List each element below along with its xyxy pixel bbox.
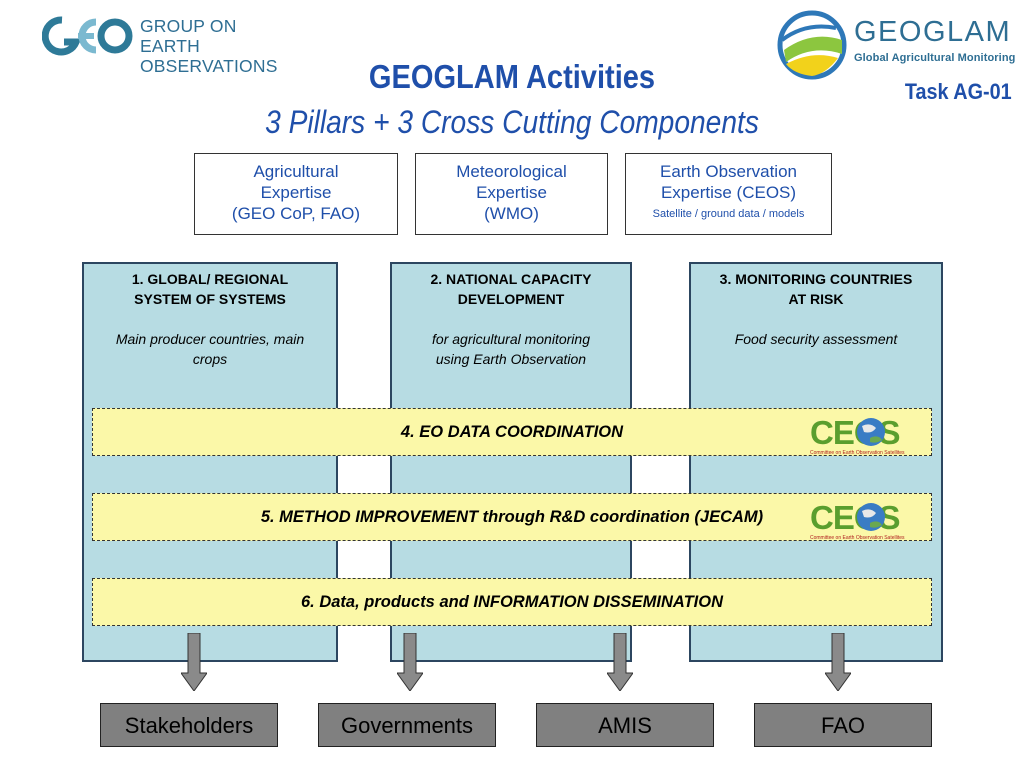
- component-eo-data-coordination: 4. EO DATA COORDINATION: [92, 408, 932, 456]
- expertise-line: Expertise: [476, 183, 547, 202]
- pillar-title-line: 2. NATIONAL CAPACITY: [430, 271, 592, 287]
- ceos-logo-word: CEOS: [810, 499, 901, 536]
- globe-icon: [857, 418, 885, 446]
- geoglam-logo-title: GEOGLAM: [854, 16, 1012, 48]
- component-information-dissemination: 6. Data, products and INFORMATION DISSEM…: [92, 578, 932, 626]
- ceos-logo-tagline: Committee on Earth Observation Satellite…: [810, 450, 905, 456]
- expertise-box-earth-observation: Earth Observation Expertise (CEOS) Satel…: [625, 153, 832, 235]
- expertise-line: Expertise: [260, 183, 332, 202]
- pillar-desc-line: Food security assessment: [734, 331, 898, 347]
- page-title: GEOGLAM Activities: [368, 58, 656, 95]
- geoglam-logo-subtitle: Global Agricultural Monitoring: [854, 52, 1016, 64]
- task-label: Task AG-01: [905, 79, 1012, 104]
- ceos-logo-word: CEOS: [810, 414, 901, 451]
- geo-logo-text: GROUP ON EARTH OBSERVATIONS: [140, 16, 332, 76]
- geoglam-globe-icon: [777, 10, 847, 80]
- pillar-desc-line: crops: [192, 351, 228, 367]
- output-stakeholders: Stakeholders: [100, 703, 278, 747]
- expertise-line: Earth Observation: [659, 162, 797, 181]
- pillar-description: Food security assessment: [701, 329, 931, 349]
- down-arrow-icon: [607, 633, 633, 691]
- globe-icon: [857, 503, 885, 531]
- expertise-box-meteorological: Meteorological Expertise (WMO): [415, 153, 608, 235]
- ceos-logo: CEOS Committee on Earth Observation Sate…: [810, 412, 910, 460]
- geo-logo-line2: EARTH OBSERVATIONS: [140, 36, 278, 76]
- pillar-desc-line: for agricultural monitoring: [432, 331, 590, 347]
- pillar-title-line: AT RISK: [788, 291, 844, 307]
- component-label: 4. EO DATA COORDINATION: [400, 423, 624, 441]
- page-subtitle: 3 Pillars + 3 Cross Cutting Components: [265, 104, 759, 140]
- geo-logo-mark-icon: [42, 16, 133, 56]
- expertise-line: (GEO CoP, FAO): [231, 204, 361, 223]
- down-arrow-icon: [397, 633, 423, 691]
- expertise-box-agricultural: Agricultural Expertise (GEO CoP, FAO): [194, 153, 398, 235]
- pillar-description: for agricultural monitoring using Earth …: [402, 329, 620, 369]
- pillar-title-line: DEVELOPMENT: [457, 291, 565, 307]
- geo-logo-line1: GROUP ON: [140, 16, 237, 36]
- pillar-description: Main producer countries, main crops: [94, 329, 326, 369]
- down-arrow-icon: [825, 633, 851, 691]
- expertise-line: Meteorological: [456, 162, 567, 181]
- component-label: 6. Data, products and INFORMATION DISSEM…: [301, 593, 723, 611]
- output-amis: AMIS: [536, 703, 714, 747]
- expertise-note: Satellite / ground data / models: [652, 208, 805, 220]
- output-fao: FAO: [754, 703, 932, 747]
- component-label: 5. METHOD IMPROVEMENT through R&D coordi…: [260, 508, 764, 526]
- pillar-title-line: SYSTEM OF SYSTEMS: [134, 291, 286, 307]
- down-arrow-icon: [181, 633, 207, 691]
- ceos-logo: CEOS Committee on Earth Observation Sate…: [810, 497, 910, 545]
- component-method-improvement: 5. METHOD IMPROVEMENT through R&D coordi…: [92, 493, 932, 541]
- expertise-line: Expertise (CEOS): [660, 183, 797, 202]
- output-governments: Governments: [318, 703, 496, 747]
- pillar-desc-line: using Earth Observation: [435, 351, 587, 367]
- ceos-logo-tagline: Committee on Earth Observation Satellite…: [810, 535, 905, 541]
- geo-logo: GROUP ON EARTH OBSERVATIONS: [42, 14, 332, 76]
- geoglam-logo: GEOGLAM Global Agricultural Monitoring: [776, 10, 1016, 80]
- expertise-line: (WMO): [484, 204, 539, 223]
- pillar-title-line: 1. GLOBAL/ REGIONAL: [131, 271, 289, 287]
- expertise-line: Agricultural: [253, 162, 339, 181]
- pillar-title-line: 3. MONITORING COUNTRIES: [719, 271, 913, 287]
- pillar-desc-line: Main producer countries, main: [115, 331, 305, 347]
